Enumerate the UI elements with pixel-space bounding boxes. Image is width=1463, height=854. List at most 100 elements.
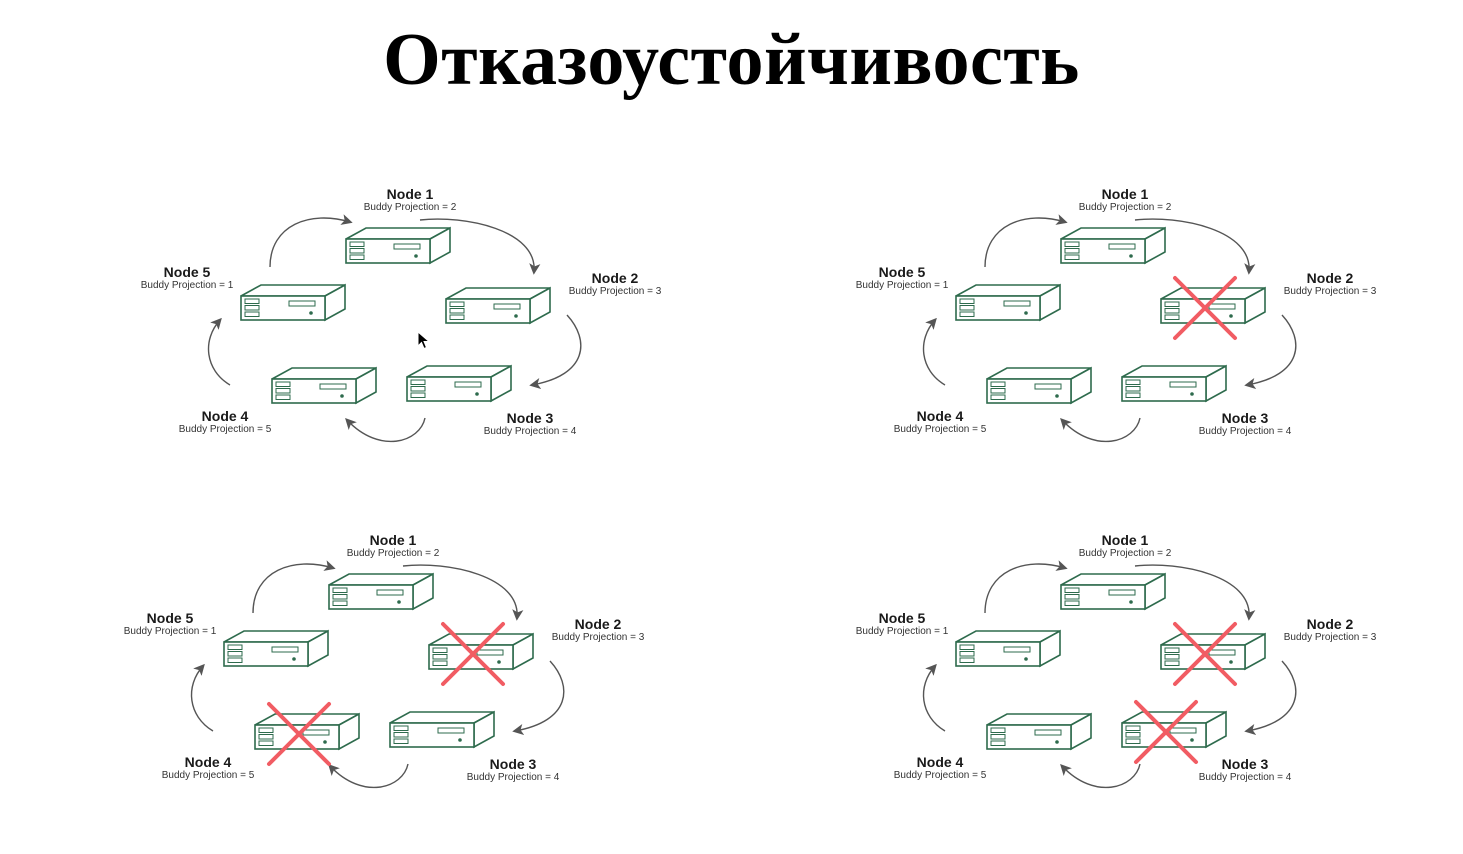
replication-arrow [419, 218, 541, 275]
failure-x-icon [1134, 700, 1198, 764]
buddy-projection-label: Buddy Projection = 2 [1078, 202, 1172, 214]
node-name: Node 3 [506, 410, 554, 426]
replication-arrow [190, 663, 214, 732]
node-name: Node 4 [184, 754, 232, 770]
server-node-5-icon [223, 629, 329, 668]
node-name: Node 4 [916, 408, 964, 424]
buddy-projection-label: Buddy Projection = 1 [140, 280, 234, 292]
failure-x-icon [441, 622, 505, 686]
node-name: Node 5 [878, 264, 926, 280]
replication-arrow [1060, 417, 1141, 443]
buddy-projection-label: Buddy Projection = 2 [363, 202, 457, 214]
replication-ring-diagram [190, 560, 565, 789]
replication-arrow [922, 663, 946, 732]
node-name: Node 2 [1306, 270, 1354, 286]
replication-arrow [1134, 218, 1256, 275]
server-node-5-icon [955, 283, 1061, 322]
mouse-cursor-icon [417, 331, 431, 350]
buddy-projection-label: Buddy Projection = 4 [1198, 772, 1292, 784]
server-node-3-icon [389, 710, 495, 749]
buddy-projection-label: Buddy Projection = 2 [346, 548, 440, 560]
replication-arrow [529, 314, 582, 390]
node-name: Node 4 [201, 408, 249, 424]
buddy-projection-label: Buddy Projection = 3 [551, 632, 645, 644]
node-name: Node 1 [386, 186, 434, 202]
node-name: Node 5 [163, 264, 211, 280]
server-node-2-icon [1160, 632, 1266, 671]
buddy-projection-label: Buddy Projection = 3 [1283, 632, 1377, 644]
replication-ring-diagram [922, 560, 1297, 789]
node-name: Node 5 [878, 610, 926, 626]
buddy-projection-label: Buddy Projection = 3 [568, 286, 662, 298]
replication-arrow [1134, 564, 1256, 621]
replication-arrow [1060, 763, 1141, 789]
replication-arrow [1244, 314, 1297, 390]
node-name: Node 3 [1221, 410, 1269, 426]
server-node-1-icon [1060, 226, 1166, 265]
replication-arrow [207, 317, 231, 386]
failure-x-icon [267, 702, 331, 766]
server-node-5-icon [240, 283, 346, 322]
server-node-4-icon [271, 366, 377, 405]
replication-arrow [328, 763, 409, 789]
node-name: Node 4 [916, 754, 964, 770]
server-node-2-icon [445, 286, 551, 325]
replication-arrow [922, 317, 946, 386]
node-name: Node 3 [1221, 756, 1269, 772]
slide-title: Отказоустойчивость [383, 19, 1080, 101]
server-node-4-icon [986, 366, 1092, 405]
replication-arrow [345, 417, 426, 443]
buddy-projection-label: Buddy Projection = 1 [855, 280, 949, 292]
node-name: Node 1 [1101, 186, 1149, 202]
buddy-projection-label: Buddy Projection = 1 [123, 626, 217, 638]
buddy-projection-label: Buddy Projection = 3 [1283, 286, 1377, 298]
buddy-projection-label: Buddy Projection = 4 [1198, 426, 1292, 438]
replication-ring-diagram [207, 214, 582, 443]
server-node-4-icon [986, 712, 1092, 751]
server-node-1-icon [1060, 572, 1166, 611]
node-name: Node 1 [1101, 532, 1149, 548]
failure-x-icon [1173, 276, 1237, 340]
server-node-1-icon [328, 572, 434, 611]
node-name: Node 1 [369, 532, 417, 548]
replication-arrow [252, 560, 336, 614]
server-node-3-icon [406, 364, 512, 403]
replication-ring-diagram [922, 214, 1297, 443]
buddy-projection-label: Buddy Projection = 4 [483, 426, 577, 438]
server-node-5-icon [955, 629, 1061, 668]
replication-arrow [984, 214, 1068, 268]
replication-arrow [1244, 660, 1297, 736]
replication-arrow [402, 564, 524, 621]
buddy-projection-label: Buddy Projection = 2 [1078, 548, 1172, 560]
replication-arrow [984, 560, 1068, 614]
server-node-3-icon [1121, 710, 1227, 749]
buddy-projection-label: Buddy Projection = 4 [466, 772, 560, 784]
buddy-projection-label: Buddy Projection = 5 [161, 770, 255, 782]
buddy-projection-label: Buddy Projection = 1 [855, 626, 949, 638]
server-node-3-icon [1121, 364, 1227, 403]
replication-arrow [512, 660, 565, 736]
node-name: Node 2 [1306, 616, 1354, 632]
failure-x-icon [1173, 622, 1237, 686]
